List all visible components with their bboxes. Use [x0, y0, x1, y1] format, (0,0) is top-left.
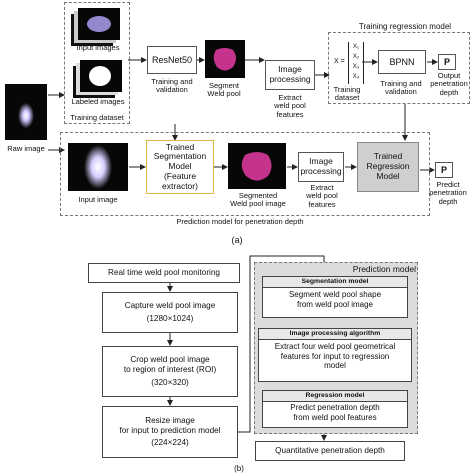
raw-image-label: Raw image [7, 144, 45, 153]
labeled-images-label: Labeled images [71, 97, 125, 106]
prediction-model-title: Prediction model [352, 264, 416, 274]
p-output-box: P [438, 54, 456, 70]
p-predict-box: P [435, 162, 453, 178]
training-regression-title: Training regression model [358, 22, 452, 31]
extract-features-2-label: Extract weld pool features [306, 183, 338, 209]
raw-image [5, 84, 47, 140]
regression-head: Regression model [263, 391, 407, 403]
labeled-images-stack [80, 60, 122, 92]
predict-penetration-label: Predict penetration depth [429, 180, 467, 206]
matrix-entry: X₂ [352, 54, 360, 60]
segmentation-model-box: Segmentation model Segment weld pool sha… [262, 276, 408, 318]
extract-features-label: Extract weld pool features [274, 93, 306, 119]
capture-label: Capture weld pool image [124, 300, 216, 310]
feature-matrix: X = X₁ X₂ X₃ X₄ [334, 40, 364, 86]
training-dataset-label: Training dataset [70, 113, 124, 122]
trained-segmentation-box: Trained Segmentation Model (Feature extr… [146, 140, 214, 194]
crop-box: Crop weld pool image to region of intere… [102, 346, 238, 397]
figure-caption-b: (b) [234, 464, 244, 473]
prediction-model-caption: Prediction model for penetration depth [176, 217, 304, 226]
capture-box: Capture weld pool image (1280×1024) [102, 292, 238, 333]
segmentation-head: Segmentation model [263, 277, 407, 289]
resnet-box: ResNet50 [147, 46, 197, 74]
trained-regression-box: Trained Regression Model [357, 142, 419, 192]
crop-size: (320×320) [151, 377, 189, 387]
image-processing-2-box: Image processing [298, 152, 344, 182]
processing-text: Extract four weld pool geometrical featu… [274, 342, 396, 371]
input-image-label: Input image [78, 195, 118, 204]
resize-size: (224×224) [151, 438, 189, 448]
segment-weld-pool-label: Segment Weld pool [207, 81, 241, 99]
segmented-weld-pool-image [228, 143, 286, 189]
regression-model-box: Regression model Predict penetration dep… [262, 390, 408, 428]
matrix-entry: X₄ [352, 74, 360, 80]
training-dataset-2-label: Training dataset [333, 85, 361, 103]
output-penetration-label: Output penetration depth [430, 71, 468, 97]
figure-caption-a: (a) [231, 235, 243, 245]
quantitative-label: Quantitative penetration depth [275, 445, 385, 455]
resize-label: Resize image for input to prediction mod… [119, 415, 221, 435]
crop-label: Crop weld pool image to region of intere… [123, 355, 217, 375]
realtime-monitoring-box: Real time weld pool monitoring [88, 263, 240, 283]
input-images-label: Input images [76, 43, 120, 52]
matrix-entry: X₃ [352, 64, 360, 70]
input-images-stack [78, 8, 120, 40]
segmented-weld-pool-label: Segmented Weld pool image [230, 191, 286, 209]
realtime-label: Real time weld pool monitoring [108, 267, 220, 277]
bpnn-box: BPNN [378, 50, 426, 74]
quantitative-penetration-box: Quantitative penetration depth [255, 441, 405, 461]
matrix-x-label: X = [334, 58, 345, 65]
matrix-entry: X₁ [352, 44, 360, 50]
image-processing-algorithm-box: Image processing algorithm Extract four … [258, 328, 412, 382]
training-regression-box [328, 32, 470, 104]
segmentation-text: Segment weld pool shape from weld pool i… [288, 290, 382, 309]
training-validation-2-label: Training and validation [380, 79, 422, 97]
image-processing-box: Image processing [265, 60, 315, 90]
regression-text: Predict penetration depth from weld pool… [290, 403, 380, 422]
segment-weld-pool-image [205, 40, 245, 78]
prediction-model-box [60, 132, 430, 216]
capture-size: (1280×1024) [146, 314, 194, 323]
training-validation-label: Training and validation [151, 77, 193, 95]
input-image [68, 143, 128, 191]
processing-head: Image processing algorithm [259, 329, 411, 341]
training-dataset-box [64, 2, 130, 124]
resize-box: Resize image for input to prediction mod… [102, 406, 238, 458]
